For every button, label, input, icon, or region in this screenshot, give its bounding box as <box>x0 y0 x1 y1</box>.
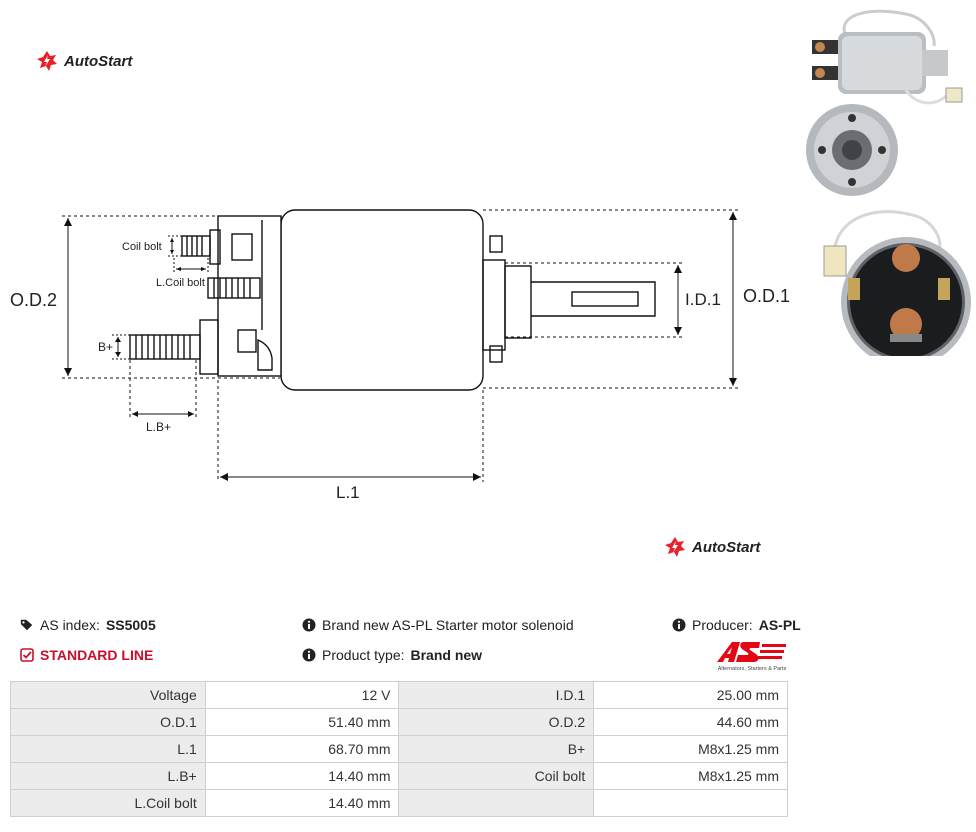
brand-name-bottom: AutoStart <box>692 538 761 556</box>
autostart-logo-icon <box>37 51 57 71</box>
spec-key: L.1 <box>10 735 206 763</box>
spec-key: Voltage <box>10 681 206 709</box>
product-type: Product type: Brand new <box>302 647 482 663</box>
spec-value: 44.60 mm <box>593 708 788 736</box>
spec-value: M8x1.25 mm <box>593 762 788 790</box>
table-row: L.B+ 14.40 mm Coil bolt M8x1.25 mm <box>10 762 788 790</box>
info-circle-icon <box>672 618 686 632</box>
table-row: Voltage 12 V I.D.1 25.00 mm <box>10 681 788 709</box>
spec-value: 25.00 mm <box>593 681 788 709</box>
solenoid-body <box>280 209 484 391</box>
spec-value: 14.40 mm <box>204 789 400 817</box>
brand-logo: AutoStart <box>36 50 132 72</box>
spec-value: 14.40 mm <box>204 762 400 790</box>
cap-terminal-box-lower <box>237 329 257 353</box>
coil-bolt <box>181 235 211 257</box>
label-lb-plus: L.B+ <box>146 420 171 434</box>
coil-bolt-mid <box>207 277 261 299</box>
cap-terminal-box <box>231 233 253 261</box>
tags-icon <box>20 619 33 631</box>
aspl-logo: Alternators, Starters & Parts <box>717 642 787 672</box>
as-index-label: AS index: <box>40 617 100 633</box>
spec-key: I.D.1 <box>398 681 595 709</box>
info-circle-icon <box>302 648 316 662</box>
plunger-slot <box>571 291 639 307</box>
brand-name: AutoStart <box>64 52 133 70</box>
standard-line-label: STANDARD LINE <box>40 647 154 663</box>
producer-label: Producer: <box>692 617 753 633</box>
aspl-tagline: Alternators, Starters & Parts <box>718 666 787 672</box>
table-row: O.D.1 51.40 mm O.D.2 44.60 mm <box>10 708 788 736</box>
spec-key: L.Coil bolt <box>10 789 206 817</box>
spec-value: 12 V <box>204 681 400 709</box>
label-od1: O.D.1 <box>743 286 790 306</box>
producer-value: AS-PL <box>758 617 801 633</box>
plunger-housing <box>504 265 532 339</box>
as-index-value: SS5005 <box>105 617 156 633</box>
photo-side-view[interactable] <box>806 6 972 106</box>
spec-table: Voltage 12 V I.D.1 25.00 mm O.D.1 51.40 … <box>10 681 788 817</box>
product-description-text: Brand new AS-PL Starter motor solenoid <box>322 617 574 633</box>
spec-key: Coil bolt <box>398 762 595 790</box>
table-row: L.1 68.70 mm B+ M8x1.25 mm <box>10 735 788 763</box>
photo-front-view[interactable] <box>806 102 972 198</box>
check-square-icon <box>20 648 34 662</box>
autostart-logo-icon <box>665 537 685 557</box>
label-b-plus: B+ <box>98 340 113 354</box>
spec-value: 51.40 mm <box>204 708 400 736</box>
product-description: Brand new AS-PL Starter motor solenoid <box>302 617 574 633</box>
spec-key <box>398 789 595 817</box>
label-od2: O.D.2 <box>10 290 57 310</box>
spec-value: M8x1.25 mm <box>593 735 788 763</box>
spec-value: 68.70 mm <box>204 735 400 763</box>
product-type-label: Product type: <box>322 647 405 663</box>
solenoid-technical-drawing: O.D.2 O.D.1 I.D.1 L.1 L.B+ B+ Coil bolt … <box>10 209 790 502</box>
label-coil-bolt: Coil bolt <box>122 241 162 253</box>
spec-key: B+ <box>398 735 595 763</box>
table-row: L.Coil bolt 14.40 mm <box>10 789 788 817</box>
info-circle-icon <box>302 618 316 632</box>
label-l1: L.1 <box>336 483 360 502</box>
product-type-value: Brand new <box>410 647 483 663</box>
plunger <box>531 281 656 317</box>
cap-curve <box>257 338 273 371</box>
brand-logo-bottom: AutoStart <box>664 536 760 558</box>
photo-terminal-view[interactable] <box>806 206 972 356</box>
spec-key: L.B+ <box>10 762 206 790</box>
spec-key: O.D.1 <box>10 708 206 736</box>
label-l-coil-bolt: L.Coil bolt <box>156 277 205 289</box>
as-index: AS index: SS5005 <box>20 617 156 633</box>
producer: Producer: AS-PL <box>672 617 801 633</box>
label-id1: I.D.1 <box>685 290 721 309</box>
spec-value <box>593 789 788 817</box>
spec-key: O.D.2 <box>398 708 595 736</box>
standard-line-badge: STANDARD LINE <box>20 647 153 663</box>
